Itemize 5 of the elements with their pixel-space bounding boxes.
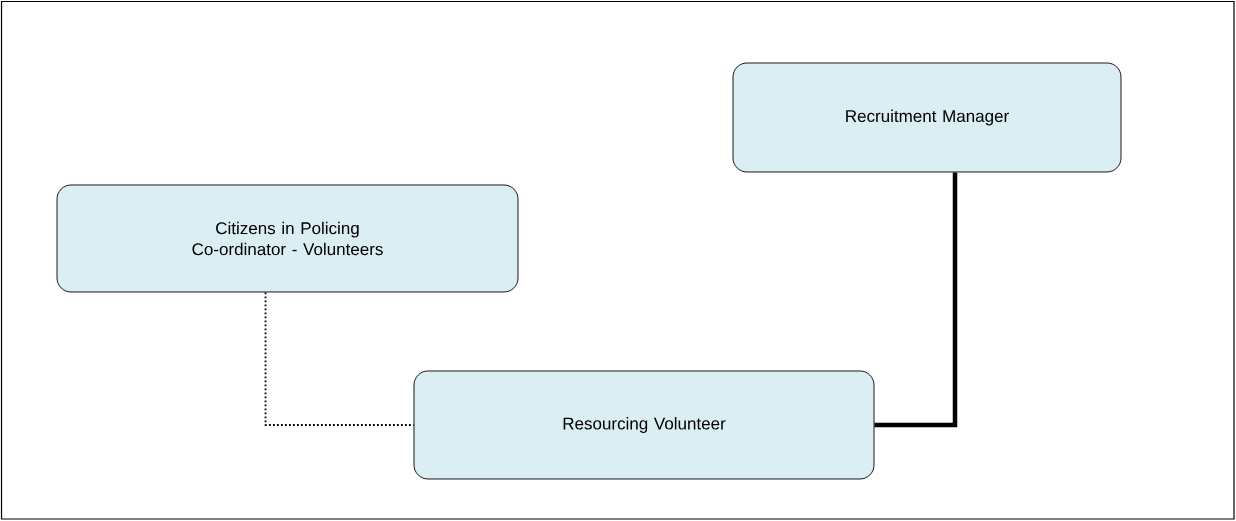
process-box: Citizens in Policing Co-ordinator - Volunteers <box>56 184 519 293</box>
process-box: Recruitment Manager <box>732 62 1122 173</box>
connector <box>264 291 415 426</box>
connector <box>874 172 958 428</box>
process-box: Resourcing Volunteer <box>413 370 875 480</box>
